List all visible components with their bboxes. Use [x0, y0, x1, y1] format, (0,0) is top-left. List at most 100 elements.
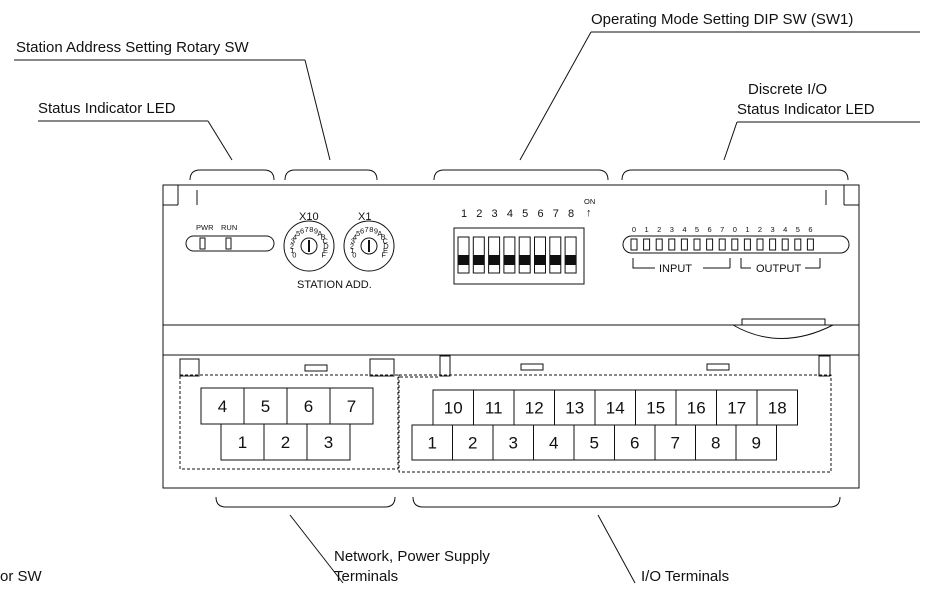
- output-led-number: 1: [745, 225, 749, 234]
- output-label: OUTPUT: [756, 263, 802, 275]
- dip-switch-toggle[interactable]: [564, 236, 577, 274]
- dip-switch-number: 7: [553, 208, 559, 220]
- label-io-led-line2: Status Indicator LED: [737, 101, 875, 118]
- terminal-number: 3: [509, 434, 518, 453]
- io-terminal[interactable]: 17: [716, 389, 758, 426]
- dip-switch-toggle[interactable]: [472, 236, 485, 274]
- network-terminal[interactable]: 5: [243, 387, 288, 425]
- input-led: [680, 238, 688, 251]
- rotary-dial-digit: 0: [292, 251, 296, 260]
- network-terminal[interactable]: 4: [200, 387, 245, 425]
- pwr-led: [199, 237, 206, 250]
- rotary-dial-digit: F: [321, 251, 326, 260]
- dip-switch-number: 4: [507, 208, 513, 220]
- terminal-number: 5: [261, 397, 270, 416]
- io-terminal[interactable]: 15: [635, 389, 677, 426]
- io-terminal[interactable]: 16: [675, 389, 717, 426]
- terminal-number: 16: [687, 399, 706, 418]
- label-status-indicator-led: Status Indicator LED: [38, 100, 176, 117]
- io-terminal[interactable]: 3: [492, 424, 534, 461]
- output-led-number: 4: [783, 225, 787, 234]
- io-terminal[interactable]: 1: [411, 424, 453, 461]
- dip-switch-toggle[interactable]: [488, 236, 501, 274]
- dip-switch-toggle[interactable]: [549, 236, 562, 274]
- dip-switch-toggle[interactable]: [457, 236, 470, 274]
- label-rotary-switch: Station Address Setting Rotary SW: [16, 39, 249, 56]
- io-terminal[interactable]: 11: [473, 389, 515, 426]
- terminal-number: 5: [590, 434, 599, 453]
- terminal-number: 17: [727, 399, 746, 418]
- dip-switch-toggle[interactable]: [518, 236, 531, 274]
- rotary-dial-digit: 7: [365, 225, 369, 234]
- label-io-terminals: I/O Terminals: [641, 568, 729, 585]
- dip-switch-toggle[interactable]: [503, 236, 516, 274]
- input-led: [706, 238, 714, 251]
- network-terminal[interactable]: 6: [286, 387, 331, 425]
- rotary-dial-digit: 4: [353, 232, 357, 241]
- input-led-number: 1: [645, 225, 649, 234]
- io-terminal[interactable]: 4: [533, 424, 575, 461]
- dip-switch-number: 2: [476, 208, 482, 220]
- rotary-dial-digit: 6: [360, 226, 364, 235]
- terminal-number: 9: [752, 434, 761, 453]
- rotary-dial-digit: F: [381, 251, 386, 260]
- label-cut-left: or SW: [0, 568, 43, 585]
- terminal-number: 13: [565, 399, 584, 418]
- io-terminals-top-row: 10 11 12 13 14 15 16 17 18: [432, 389, 798, 426]
- io-terminal[interactable]: 6: [614, 424, 656, 461]
- io-terminal[interactable]: 12: [513, 389, 555, 426]
- network-terminal[interactable]: 3: [306, 423, 351, 461]
- label-io-led-line1: Discrete I/O: [748, 81, 827, 98]
- io-terminal[interactable]: 5: [573, 424, 615, 461]
- terminal-number: 12: [525, 399, 544, 418]
- io-terminal[interactable]: 18: [756, 389, 798, 426]
- io-terminal[interactable]: 7: [654, 424, 696, 461]
- rotary-dial-digit: 5: [296, 229, 300, 238]
- network-terminal[interactable]: 1: [220, 423, 265, 461]
- io-terminal[interactable]: 14: [594, 389, 636, 426]
- dip-on-arrow: ↑: [586, 207, 592, 219]
- output-led: [769, 238, 777, 251]
- rotary-switch-x1[interactable]: [343, 220, 395, 272]
- io-terminal[interactable]: 10: [432, 389, 474, 426]
- terminal-number: 10: [444, 399, 463, 418]
- rotary-x1-label: X1: [358, 211, 371, 223]
- output-led: [756, 238, 764, 251]
- rotary-dial-digit: B: [381, 232, 386, 241]
- output-led-number: 5: [796, 225, 800, 234]
- rotary-dial-digit: A: [317, 229, 322, 238]
- terminal-number: 15: [646, 399, 665, 418]
- network-terminal[interactable]: 7: [329, 387, 374, 425]
- label-network-terminals-line2: Terminals: [334, 568, 398, 585]
- input-led: [718, 238, 726, 251]
- io-terminal[interactable]: 2: [452, 424, 494, 461]
- rotary-dial-digit: 5: [356, 229, 360, 238]
- input-led-number: 7: [720, 225, 724, 234]
- dip-switch-number: 3: [492, 208, 498, 220]
- terminal-number: 7: [671, 434, 680, 453]
- output-led-number: 3: [771, 225, 775, 234]
- dip-switch-toggle[interactable]: [534, 236, 546, 274]
- io-terminal[interactable]: 8: [695, 424, 737, 461]
- rotary-switch-x10[interactable]: [283, 220, 335, 272]
- rotary-dial-digit: 9: [314, 226, 318, 235]
- rotary-dial-digit: D: [383, 241, 389, 250]
- io-terminal[interactable]: 9: [735, 424, 777, 461]
- terminal-number: 1: [238, 433, 247, 452]
- dip-switch-housing: [453, 227, 585, 285]
- network-terminal[interactable]: 2: [263, 423, 308, 461]
- output-led-number: 6: [808, 225, 812, 234]
- input-led-number: 5: [695, 225, 699, 234]
- input-led: [630, 238, 638, 251]
- rotary-dial-digit: E: [383, 246, 388, 255]
- io-terminal[interactable]: 13: [554, 389, 596, 426]
- rotary-dial-digit: 6: [300, 226, 304, 235]
- rotary-dial-digit: E: [323, 246, 328, 255]
- dip-switch-toggles: [457, 236, 577, 274]
- rotary-dial-digit: 2: [290, 241, 294, 250]
